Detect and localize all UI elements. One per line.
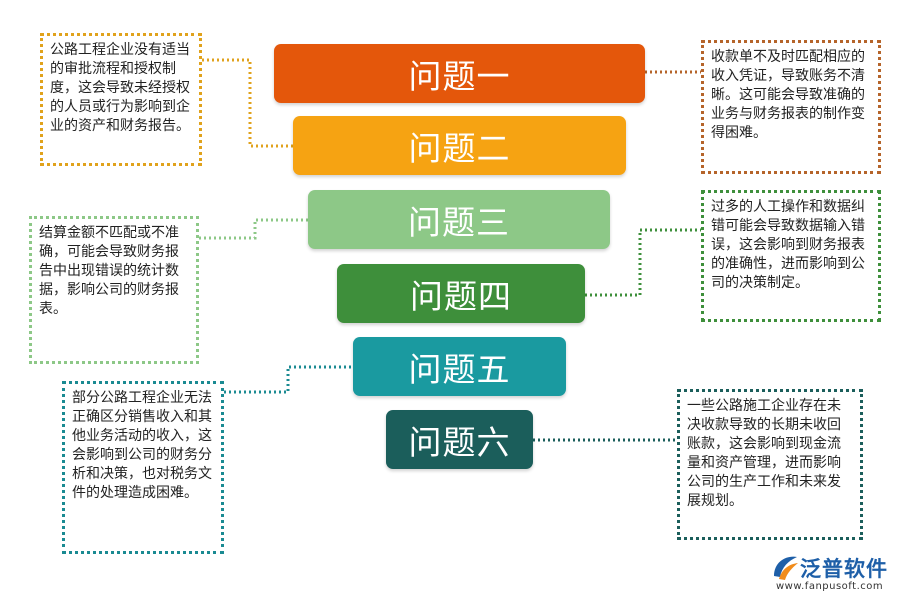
funnel-bar-5-label: 问题五 [408, 349, 511, 389]
funnel-bar-6: 问题六 [386, 410, 533, 469]
connector-note-4 [585, 228, 701, 297]
funnel-bar-1-label: 问题一 [408, 56, 511, 96]
note-problem-4-text: 过多的人工操作和数据纠错可能会导致数据输入错误，这会影响到财务报表的准确性，进而… [711, 199, 865, 291]
funnel-bar-5: 问题五 [353, 337, 566, 396]
note-problem-4: 过多的人工操作和数据纠错可能会导致数据输入错误，这会影响到财务报表的准确性，进而… [701, 190, 881, 322]
note-problem-2-text: 收款单不及时匹配相应的收入凭证，导致账务不清晰。这可能会导致准确的业务与财务报表… [711, 49, 865, 141]
connector-note-5 [224, 365, 353, 394]
note-problem-3-text: 结算金额不匹配或不准确，可能会导致财务报告中出现错误的统计数据，影响公司的财务报… [39, 225, 179, 317]
funnel-bar-2: 问题二 [293, 116, 626, 175]
connector-note-1 [202, 58, 293, 148]
note-problem-2: 收款单不及时匹配相应的收入凭证，导致账务不清晰。这可能会导致准确的业务与财务报表… [701, 40, 881, 174]
fanpu-logo: 泛普软件 www.fanpusoft.com [770, 552, 895, 596]
logo-url: www.fanpusoft.com [776, 581, 884, 592]
funnel-bar-6-label: 问题六 [408, 422, 511, 462]
note-problem-6: 一些公路施工企业存在未决收款导致的长期未收回账款，这会影响到现金流量和资产管理，… [677, 389, 863, 540]
logo-name: 泛普软件 [800, 557, 888, 581]
funnel-bar-2-label: 问题二 [408, 128, 511, 168]
note-problem-3: 结算金额不匹配或不准确，可能会导致财务报告中出现错误的统计数据，影响公司的财务报… [29, 216, 199, 364]
funnel-bar-4: 问题四 [337, 264, 585, 323]
connector-note-3 [199, 218, 308, 240]
funnel-bar-3-label: 问题三 [408, 202, 510, 242]
note-problem-6-text: 一些公路施工企业存在未决收款导致的长期未收回账款，这会影响到现金流量和资产管理，… [687, 398, 841, 509]
funnel-bar-3: 问题三 [308, 190, 610, 249]
note-problem-5-text: 部分公路工程企业无法正确区分销售收入和其他业务活动的收入，这会影响到公司的财务分… [72, 390, 212, 501]
note-problem-1: 公路工程企业没有适当的审批流程和授权制度，这会导致未经授权的人员或行为影响到企业… [40, 33, 202, 166]
note-problem-1-text: 公路工程企业没有适当的审批流程和授权制度，这会导致未经授权的人员或行为影响到企业… [50, 42, 190, 134]
funnel-bar-1: 问题一 [274, 44, 645, 103]
note-problem-5: 部分公路工程企业无法正确区分销售收入和其他业务活动的收入，这会影响到公司的财务分… [62, 381, 224, 554]
fanpu-logo-icon [774, 556, 798, 580]
funnel-bar-4-label: 问题四 [410, 276, 512, 316]
